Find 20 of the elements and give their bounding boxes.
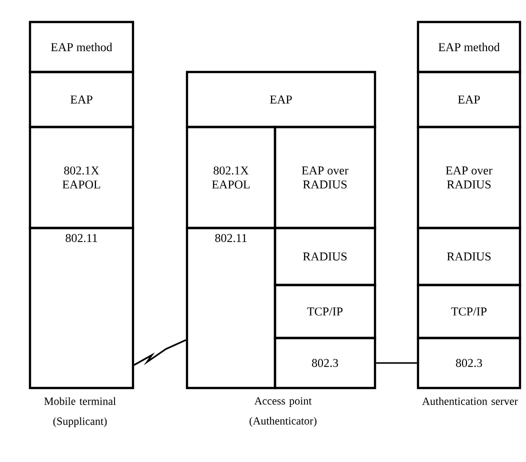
protocol-layer-box: 802.3 bbox=[274, 336, 376, 390]
protocol-layer-box: EAP method bbox=[416, 20, 522, 74]
protocol-layer-box: 802.11 bbox=[186, 226, 276, 390]
stack-caption: Access point (Authenticator) bbox=[250, 397, 316, 427]
protocol-layer-box: EAP method bbox=[28, 20, 134, 74]
protocol-layer-box: 802.3 bbox=[416, 336, 522, 390]
wireless-link bbox=[134, 339, 186, 366]
protocol-layer-box: 802.1X EAPOL bbox=[28, 126, 134, 230]
protocol-layer-box: EAP bbox=[28, 70, 134, 128]
cable-link bbox=[376, 362, 417, 364]
protocol-layer-box: RADIUS bbox=[274, 226, 376, 286]
protocol-layer-box: TCP/IP bbox=[416, 284, 522, 340]
protocol-layer-box: EAP bbox=[416, 70, 522, 128]
protocol-layer-box: 802.11 bbox=[28, 226, 134, 390]
protocol-layer-box: EAP bbox=[186, 70, 376, 128]
protocol-layer-box: TCP/IP bbox=[274, 284, 376, 340]
protocol-layer-box: EAP over RADIUS bbox=[416, 126, 522, 230]
protocol-layer-box: EAP over RADIUS bbox=[274, 126, 376, 230]
protocol-layer-box: 802.1X EAPOL bbox=[186, 126, 276, 230]
protocol-layer-box: RADIUS bbox=[416, 226, 522, 286]
